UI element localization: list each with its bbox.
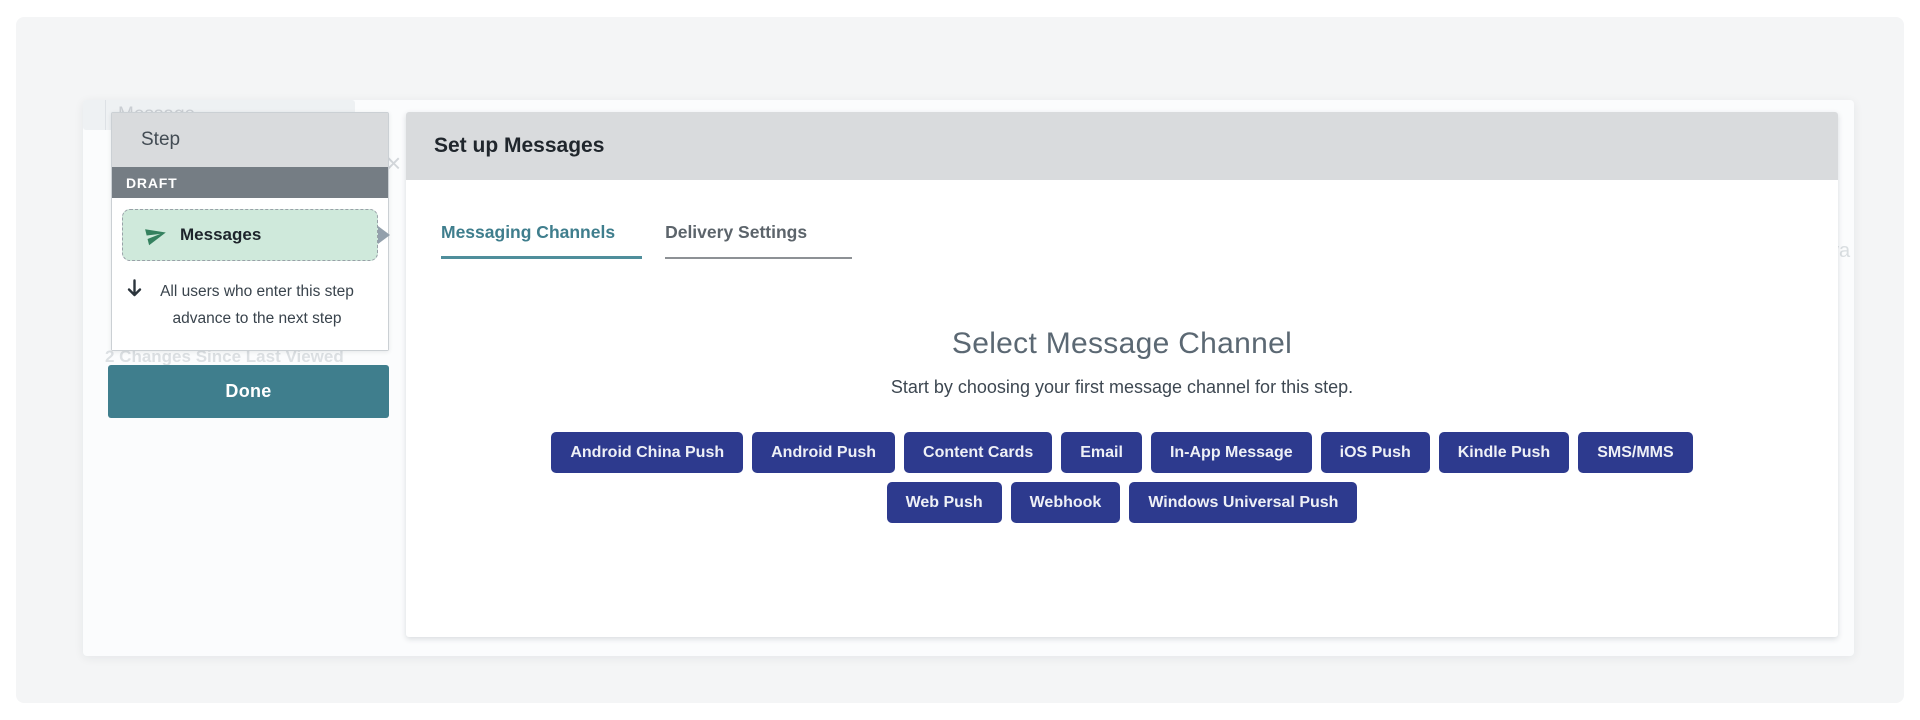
panel-title: Set up Messages xyxy=(406,112,1838,180)
channel-button[interactable]: Content Cards xyxy=(904,432,1053,473)
channel-button[interactable]: SMS/MMS xyxy=(1578,432,1693,473)
messages-component-label: Messages xyxy=(180,225,262,244)
step-description: All users who enter this step advance to… xyxy=(126,278,376,332)
channel-button[interactable]: Webhook xyxy=(1010,482,1121,523)
channel-button[interactable]: Android China Push xyxy=(551,432,744,473)
channel-button[interactable]: In-App Message xyxy=(1150,432,1312,473)
step-body: Messages All users who enter this step a… xyxy=(112,198,390,351)
arrow-down-icon xyxy=(126,278,150,332)
select-channel-subheading: Start by choosing your first message cha… xyxy=(890,377,1354,397)
paper-plane-icon xyxy=(145,224,167,246)
select-channel-heading: Select Message Channel xyxy=(951,327,1293,360)
channel-button[interactable]: Android Push xyxy=(752,432,896,473)
messages-component-button[interactable]: Messages xyxy=(122,209,390,261)
channel-button[interactable]: Windows Universal Push xyxy=(1129,482,1358,523)
dropdown-divider xyxy=(105,100,106,130)
done-button[interactable]: Done xyxy=(108,365,389,419)
close-icon: × xyxy=(386,148,402,178)
channel-button[interactable]: iOS Push xyxy=(1320,432,1430,473)
step-card: Step DRAFT Messages xyxy=(111,112,390,352)
step-panel-title: Step xyxy=(112,113,388,167)
step-description-text: All users who enter this step advance to… xyxy=(160,283,354,328)
changes-since-last-viewed-ghost-text: 2 Changes Since Last Viewed xyxy=(105,347,344,366)
tab-bar: Messaging Channels Delivery Settings xyxy=(441,222,1838,259)
channel-button[interactable]: Kindle Push xyxy=(1438,432,1570,473)
tab-messaging-channels[interactable]: Messaging Channels xyxy=(441,222,643,259)
draft-status-badge: DRAFT xyxy=(112,167,388,198)
message-setup-overlay: × 2 Changes Since Last Viewed va Message… xyxy=(83,100,1854,656)
tab-delivery-settings[interactable]: Delivery Settings xyxy=(665,222,853,259)
setup-messages-panel: Set up Messages Messaging Channels Deliv… xyxy=(406,112,1838,637)
channel-button[interactable]: Web Push xyxy=(886,482,1002,523)
step-panel: Step DRAFT Messages xyxy=(108,112,390,419)
connector-arrow xyxy=(378,226,390,244)
channel-button[interactable]: Email xyxy=(1061,432,1142,473)
canvas-workspace: × 2 Changes Since Last Viewed va Message… xyxy=(16,17,1904,703)
channel-select-area: Select Message Channel Start by choosing… xyxy=(406,327,1838,523)
